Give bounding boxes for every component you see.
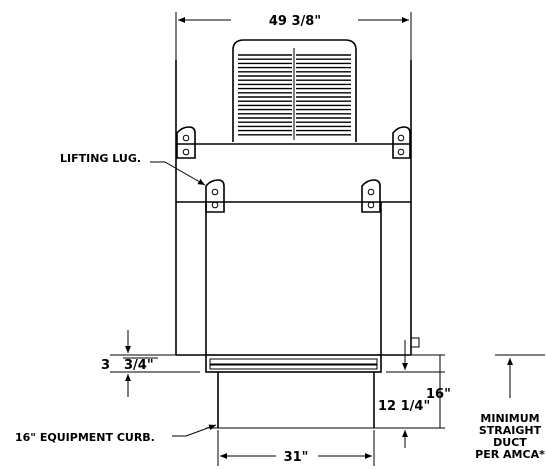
overall-width-label: 49 3/8" bbox=[269, 14, 321, 29]
unit-housing bbox=[175, 60, 420, 356]
louver-grille bbox=[232, 39, 357, 142]
min-duct-dimension: MINIMUM STRAIGHT DUCT PER AMCA* bbox=[475, 354, 545, 461]
equipment-curb-label: 16" EQUIPMENT CURB. bbox=[15, 431, 155, 444]
lifting-lug-lower-right bbox=[361, 179, 381, 213]
duct-label-line4: PER AMCA* bbox=[475, 448, 545, 461]
lifting-lug-label: LIFTING LUG. bbox=[60, 152, 141, 165]
duct-label-line3: DUCT bbox=[493, 436, 527, 449]
lifting-lug-lower-left bbox=[205, 179, 225, 213]
base-height-dimension: 3 3/4" bbox=[101, 330, 200, 397]
overall-width-dimension: 49 3/8" bbox=[175, 12, 412, 60]
base-height-label-b: 3/4" bbox=[124, 358, 154, 373]
base-frame bbox=[205, 354, 382, 373]
curb-width-label: 31" bbox=[284, 450, 309, 465]
duct-label-line1: MINIMUM bbox=[480, 412, 539, 425]
equipment-curb bbox=[206, 372, 386, 429]
lifting-lug-upper-left bbox=[176, 126, 196, 159]
curb-height-label-a: 12 1/4" bbox=[378, 399, 430, 414]
lifting-lug-callout: LIFTING LUG. bbox=[60, 152, 206, 186]
curb-width-dimension: 31" bbox=[217, 430, 375, 466]
lifting-lug-upper-right bbox=[392, 126, 411, 159]
curb-height-dimension: 12 1/4" 16" bbox=[378, 340, 451, 448]
base-height-label-a: 3 bbox=[101, 358, 110, 373]
duct-label-line2: STRAIGHT bbox=[479, 424, 542, 437]
curb-height-label-b: 16" bbox=[426, 387, 451, 402]
equipment-curb-callout: 16" EQUIPMENT CURB. bbox=[15, 424, 217, 444]
